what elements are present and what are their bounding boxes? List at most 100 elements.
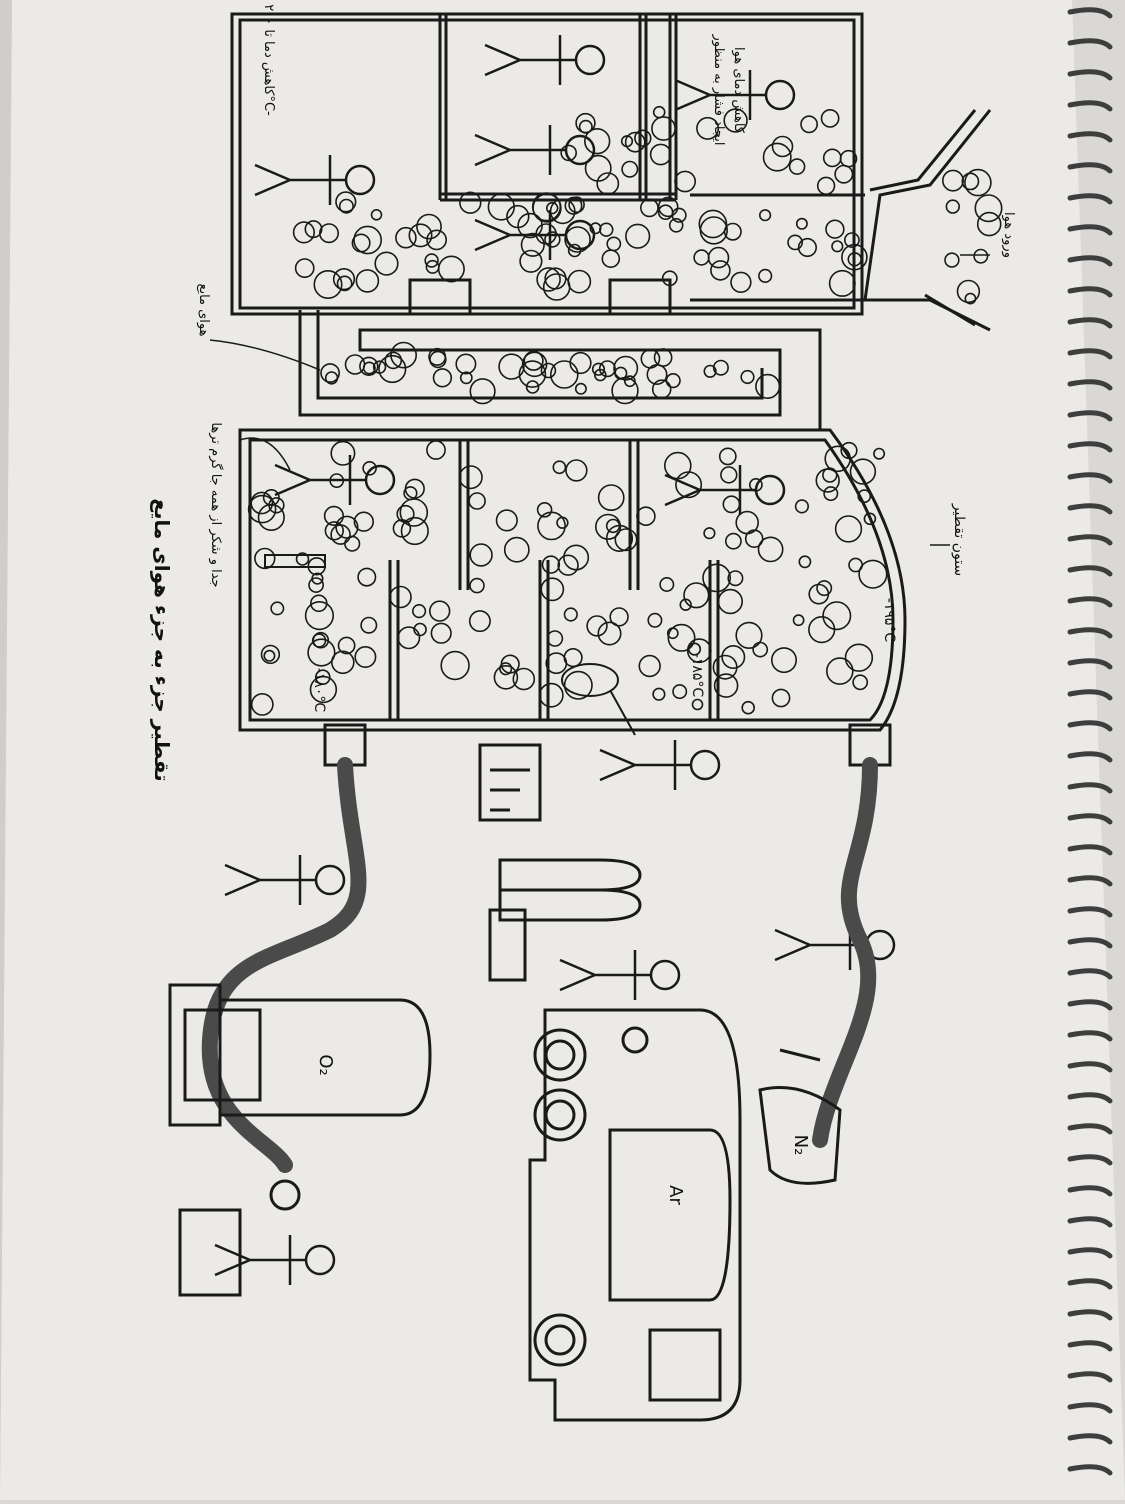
gas-bubble [384,351,403,370]
spiral-ring [1067,255,1113,267]
spiral-ring [1067,193,1113,205]
gas-bubble [710,260,731,281]
gas-bubble [518,360,547,388]
gas-bubble [941,169,964,192]
gas-bubble [432,368,453,388]
gas-bubble [651,379,672,400]
column-label: ستون تقطیر [951,503,967,576]
gas-bubble [545,201,559,215]
spiral-ring [1067,1340,1113,1352]
spiral-ring [1067,472,1113,484]
pressure-step-label: ایجاد فشار به منظور [711,34,726,146]
gas-bubble [308,577,324,593]
spiral-ring [1067,1154,1113,1166]
gas-bubble [961,172,980,191]
gas-bubble [565,459,588,482]
gas-bubble [359,356,379,376]
spiral-ring [1067,565,1113,577]
gas-bubble [873,447,886,460]
gas-bubble [531,192,562,222]
gas-bubble [362,361,376,375]
spiral-ring [1067,627,1113,639]
spiral-ring [1067,1464,1113,1476]
gas-bubble [568,196,585,213]
spiral-ring [1067,875,1113,887]
gas-bubble [311,572,324,585]
gas-bubble [703,364,717,378]
gas-bubble [564,196,583,215]
gas-bubble [693,249,710,266]
worker-figure [664,465,786,515]
gas-bubble [849,458,877,485]
gas-bubble [563,544,590,571]
gas-bubble [638,654,661,678]
diagram-labels: تقطیر جزء به جزء هوای مایع ورود هوا ایجا… [150,4,1016,1205]
gas-bubble [824,445,852,473]
gas-bubble [295,552,310,566]
gas-bubble [720,466,738,484]
gas-bubble [468,492,486,510]
worker-figure [474,125,596,175]
gas-bubble [651,116,676,141]
gas-bubble [624,131,646,153]
gas-bubble [944,252,960,268]
worker-figure [214,1235,336,1285]
spiral-ring [1067,162,1113,174]
gas-bubble [314,669,331,686]
gas-bubble [549,360,579,389]
worker-figure [474,210,596,260]
gas-bubble [816,580,833,597]
gas-bubble [668,218,684,233]
spiral-ring [1067,317,1113,329]
worker-figure [224,855,346,905]
gas-bubble [713,673,739,698]
gas-bubble [808,583,830,605]
upper-chambers [230,12,864,316]
spiral-ring [1067,658,1113,670]
gas-bubble [332,268,356,291]
spiral-ring [1067,1185,1113,1197]
gas-bubble [691,698,704,711]
gas-bubble [828,269,856,297]
gas-bubble [257,503,285,532]
gas-bubble [552,460,567,475]
gas-bubble [354,645,377,668]
gas-bubble [372,360,387,374]
gas-bubble [437,255,465,283]
spiral-ring [1067,1216,1113,1228]
gas-bubble [557,554,579,576]
gas-bubble [945,199,960,214]
gas-bubble [330,440,356,466]
gas-bubble [294,258,315,279]
gas-bubble [649,143,672,166]
gas-bubble [823,486,839,502]
net-tool [561,663,636,736]
gas-bubbles [247,105,1003,716]
gas-bubble [541,555,561,574]
gas-bubble [330,650,355,675]
gas-bubble [430,622,452,644]
gas-bubble [787,234,803,251]
gas-bubble [597,484,625,512]
gas-bubble [307,638,336,667]
gas-bubble [390,341,418,369]
gas-bubble [847,252,862,267]
spiral-ring [1067,379,1113,391]
gas-bubble [459,191,482,214]
gas-bubble [542,273,571,301]
spiral-ring [1067,1123,1113,1135]
gas-bubble [752,641,769,658]
gas-bubble [640,348,661,369]
gas-bubble [362,460,377,476]
gas-bubble [834,515,863,543]
gas-bubble [309,675,338,704]
gas-bubble [520,232,545,257]
gas-bubble [702,563,732,593]
gas-bubble [563,607,578,622]
gas-bubble [567,243,582,258]
gas-bubble [652,687,666,701]
gas-bubble [408,223,433,248]
gas-bubble [840,441,858,460]
spiral-ring [1067,813,1113,825]
gas-bubble [740,369,755,385]
